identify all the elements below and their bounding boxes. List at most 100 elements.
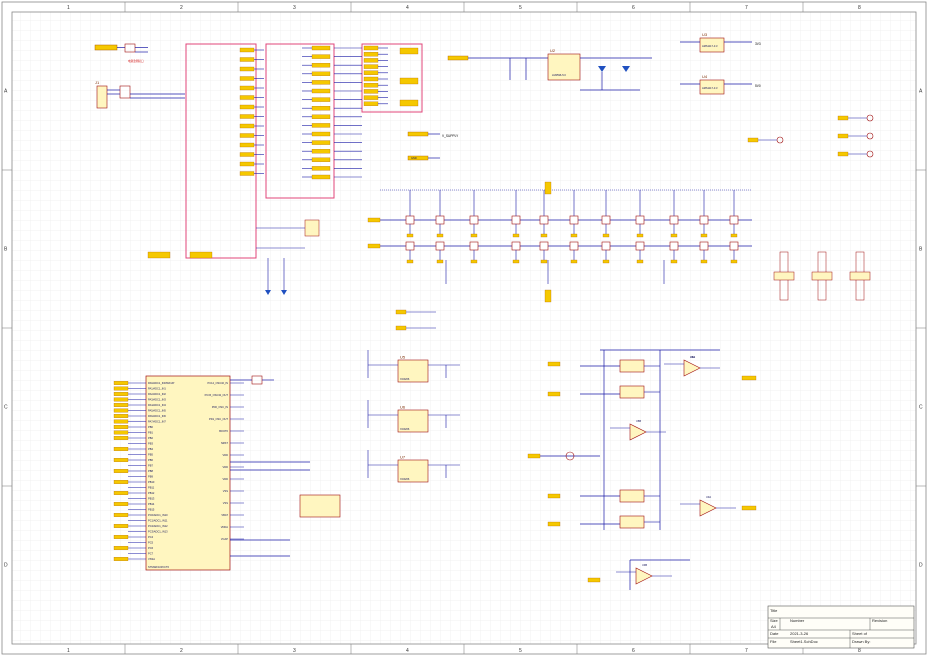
reg-5v-label: 5V0 [755, 84, 761, 88]
border-col-bottom-5: 5 [519, 648, 522, 654]
mcu2-pin-right-7: VDD [223, 465, 229, 469]
border-row-right-C: C [919, 405, 923, 411]
tb-size-value: A4 [771, 624, 777, 629]
mcu2-pin-left-19: PB11 [148, 486, 155, 490]
border-row-D: D [4, 563, 8, 569]
mcu2-pin-right-12: VDDA [221, 525, 228, 529]
mcu2-pin-left-30: PC6 [148, 546, 154, 550]
tb-title-label: Title [770, 608, 778, 613]
supply-flags: V_SUPPLY GND [407, 131, 459, 161]
mcu-pin-stubs [147, 45, 419, 295]
u2-val: LM2596-5.0 [552, 73, 566, 77]
title-block: Title Size A4 Number Revision Date 2021-… [767, 605, 915, 649]
border-row-C: C [4, 405, 8, 411]
border-col-6: 6 [632, 5, 635, 11]
power-input-block: 电源监测接口 [94, 43, 148, 63]
tb-revision-label: Revision [872, 618, 887, 623]
buck-regulator: U2 LM2596-5.0 [447, 48, 652, 91]
u4-val: AMS1117-3.3 [702, 86, 718, 90]
ldo-ref-2: U7 [400, 455, 406, 460]
border-row-right-B: B [919, 247, 923, 253]
tb-file-value: Sheet1.SchDoc [790, 639, 818, 644]
mcu2-pin-right-0: PC14_OSC32_IN [208, 381, 229, 385]
mcu2-pin-left-25: PC1/ADC1_IN11 [148, 519, 168, 523]
border-col-bottom-6: 6 [632, 648, 635, 654]
mcu2-pin-left-15: PB7 [148, 464, 153, 468]
border-col-2: 2 [180, 5, 183, 11]
mcu2-pin-right-13: VCAP [221, 537, 228, 541]
mcu2-pin-left-4: PA4/ADC1_IN4 [148, 403, 166, 407]
mcu2-pin-right-1: PC15_OSC32_OUT [205, 393, 229, 397]
border-col-8: 8 [858, 5, 861, 11]
crystal-block [230, 375, 341, 557]
mcu2-pin-left-21: PB13 [148, 497, 155, 501]
mcu2-pin-left-16: PB8 [148, 469, 153, 473]
mcu2-partname: STM32F103VCT6 [148, 565, 169, 569]
ldo-val-1: XC6206 [400, 427, 410, 431]
mcu2-pin-left-3: PA3/ADC1_IN3 [148, 398, 166, 402]
mcu2-pin-left-14: PB6 [148, 458, 153, 462]
mcu2-pin-left-26: PC2/ADC1_IN12 [148, 524, 168, 528]
ldo-body-2 [397, 459, 429, 483]
tb-number-label: Number [790, 618, 805, 623]
border-col-5: 5 [519, 5, 522, 11]
mcu2-pin-left-18: PB10 [148, 480, 155, 484]
border-row-right-D: D [919, 563, 923, 569]
mcu2-pin-left-7: PA7/ADC1_IN7 [148, 420, 166, 424]
mcu2-pin-left-13: PB5 [148, 453, 153, 457]
mcu2-pin-left-9: PB1 [148, 431, 153, 435]
v-supply-label: V_SUPPLY [442, 134, 459, 138]
mosfet-switch-array [367, 181, 752, 303]
mcu2-pin-left-2: PA2/ADC1_IN2 [148, 392, 166, 396]
mcu2-pin-left-20: PB12 [148, 491, 155, 495]
mcu2-pin-right-8: VDD [223, 477, 229, 481]
tb-size-label: Size [770, 618, 779, 623]
mcu2-pin-right-2: PD0_OSC_IN [212, 405, 228, 409]
tb-drawn-label: Drawn By: [852, 639, 870, 644]
ldo-val-2: XC6206 [400, 477, 410, 481]
mcu2-pin-left-22: PB14 [148, 502, 155, 506]
mcu-block [185, 43, 423, 259]
mcu2-pin-left-12: PB4 [148, 447, 153, 451]
mcu2-pin-left-28: PC4 [148, 535, 154, 539]
border-col-1: 1 [67, 5, 70, 11]
tb-date-value: 2021-3-26 [790, 631, 809, 636]
ldo-val-0: XC6206 [400, 377, 410, 381]
mcu2-pin-right-9: VSS [223, 489, 228, 493]
ldo-body-1 [397, 409, 429, 433]
u3-val: AMS1117-3.3 [702, 44, 718, 48]
ldo-ref-1: U6 [400, 405, 406, 410]
mcu2-pins: PA0/ADC1_IN0/WKUPPA1/ADC1_IN1PA2/ADC1_IN… [113, 381, 244, 561]
border-col-bottom-3: 3 [293, 648, 296, 654]
border-col-bottom-7: 7 [745, 648, 748, 654]
u4-ref: U4 [702, 74, 708, 79]
opamp-ref-1: U8B [636, 419, 641, 423]
header-connector: J1 [95, 80, 185, 109]
ldo-ref-0: U5 [400, 355, 406, 360]
mcu2-pin-left-6: PA6/ADC1_IN6 [148, 414, 166, 418]
mcu2-pin-left-5: PA5/ADC1_IN5 [148, 409, 166, 413]
opamp-ref-2: U9A [706, 495, 711, 499]
border-col-7: 7 [745, 5, 748, 11]
mcu2-pin-left-1: PA1/ADC1_IN1 [148, 387, 166, 391]
tb-file-label: File [770, 639, 777, 644]
opamp-ref-4: U10 [690, 355, 695, 359]
border-row-B: B [4, 247, 8, 253]
border-col-bottom-2: 2 [180, 648, 183, 654]
opamp-ref-3: U9B [642, 563, 647, 567]
mcu2-pin-left-23: PB15 [148, 508, 155, 512]
border-col-bottom-1: 1 [67, 648, 70, 654]
border-col-bottom-8: 8 [858, 648, 861, 654]
header-ref: J1 [95, 80, 100, 85]
mcu2-pin-right-3: PD1_OSC_OUT [209, 417, 228, 421]
tb-date-label: Date [770, 631, 779, 636]
mcu2-pin-right-11: VBAT [221, 513, 228, 517]
mcu2-pin-right-5: NRST [221, 441, 228, 445]
border-row-A: A [4, 89, 8, 95]
border-col-3: 3 [293, 5, 296, 11]
tb-sheet-label: Sheet of [852, 631, 868, 636]
